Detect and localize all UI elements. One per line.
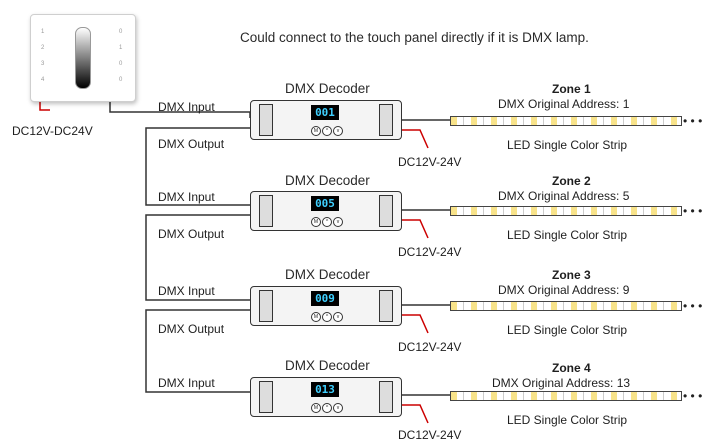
- dmx-decoder: 013 M ^ v: [250, 377, 402, 417]
- mode-button[interactable]: M: [311, 312, 321, 322]
- address-display: 009: [311, 291, 339, 306]
- mode-button[interactable]: M: [311, 403, 321, 413]
- zone-address: DMX Original Address: 1: [498, 97, 630, 111]
- zone-title: Zone 4: [552, 361, 591, 375]
- zone-address: DMX Original Address: 13: [492, 376, 631, 390]
- power-label: DC12V-24V: [398, 428, 462, 442]
- dmx-decoder: 009 M ^ v: [250, 286, 402, 326]
- continuation-dots: • • •: [683, 389, 703, 403]
- down-button[interactable]: v: [333, 126, 343, 136]
- mode-button[interactable]: M: [311, 126, 321, 136]
- down-button[interactable]: v: [333, 312, 343, 322]
- input-terminal: [259, 290, 273, 322]
- address-display: 001: [311, 105, 339, 120]
- led-strip: [450, 391, 682, 401]
- dmx-output-label: DMX Output: [158, 227, 225, 241]
- output-terminal: [379, 381, 393, 413]
- continuation-dots: • • •: [683, 204, 703, 218]
- panel-number: 1: [119, 45, 123, 51]
- dmx-input-label: DMX Input: [158, 100, 215, 114]
- mode-button[interactable]: M: [311, 217, 321, 227]
- decoder-title: DMX Decoder: [285, 267, 370, 282]
- power-label: DC12V-24V: [398, 245, 462, 259]
- note-text: Could connect to the touch panel directl…: [240, 30, 589, 45]
- panel-number: 4: [41, 77, 45, 83]
- power-label: DC12V-24V: [398, 155, 462, 169]
- output-terminal: [379, 290, 393, 322]
- up-button[interactable]: ^: [322, 217, 332, 227]
- zone-title: Zone 1: [552, 82, 591, 96]
- down-button[interactable]: v: [333, 403, 343, 413]
- led-strip: [450, 116, 682, 126]
- output-terminal: [379, 195, 393, 227]
- led-strip: [450, 206, 682, 216]
- zone-title: Zone 2: [552, 174, 591, 188]
- dmx-decoder: 005 M ^ v: [250, 191, 402, 231]
- panel-number: 2: [41, 45, 45, 51]
- zone-address: DMX Original Address: 5: [498, 189, 630, 203]
- panel-number: 0: [119, 77, 123, 83]
- up-button[interactable]: ^: [322, 403, 332, 413]
- dmx-output-label: DMX Output: [158, 322, 225, 336]
- dimmer-slider: [75, 27, 91, 89]
- strip-label: LED Single Color Strip: [507, 413, 628, 427]
- address-display: 005: [311, 196, 339, 211]
- decoder-title: DMX Decoder: [285, 173, 370, 188]
- dmx-input-label: DMX Input: [158, 376, 215, 390]
- dmx-input-label: DMX Input: [158, 190, 215, 204]
- zone-address: DMX Original Address: 9: [498, 283, 630, 297]
- output-terminal: [379, 104, 393, 136]
- up-button[interactable]: ^: [322, 126, 332, 136]
- panel-number: 0: [119, 61, 123, 67]
- dmx-output-label: DMX Output: [158, 137, 225, 151]
- continuation-dots: • • •: [683, 114, 703, 128]
- touch-panel: 1 2 3 4 0 1 0 0: [30, 14, 136, 102]
- decoder-title: DMX Decoder: [285, 81, 370, 96]
- input-terminal: [259, 381, 273, 413]
- continuation-dots: • • •: [683, 299, 703, 313]
- strip-label: LED Single Color Strip: [507, 323, 628, 337]
- zone-title: Zone 3: [552, 268, 591, 282]
- led-strip: [450, 301, 682, 311]
- panel-number: 0: [119, 29, 123, 35]
- panel-number: 1: [41, 29, 45, 35]
- dmx-decoder: 001 M ^ v: [250, 100, 402, 140]
- strip-label: LED Single Color Strip: [507, 228, 628, 242]
- dmx-input-label: DMX Input: [158, 284, 215, 298]
- power-label: DC12V-24V: [398, 340, 462, 354]
- down-button[interactable]: v: [333, 217, 343, 227]
- up-button[interactable]: ^: [322, 312, 332, 322]
- input-terminal: [259, 104, 273, 136]
- strip-label: LED Single Color Strip: [507, 138, 628, 152]
- address-display: 013: [311, 382, 339, 397]
- panel-number: 3: [41, 61, 45, 67]
- panel-power-label: DC12V-DC24V: [12, 124, 93, 138]
- input-terminal: [259, 195, 273, 227]
- decoder-title: DMX Decoder: [285, 358, 370, 373]
